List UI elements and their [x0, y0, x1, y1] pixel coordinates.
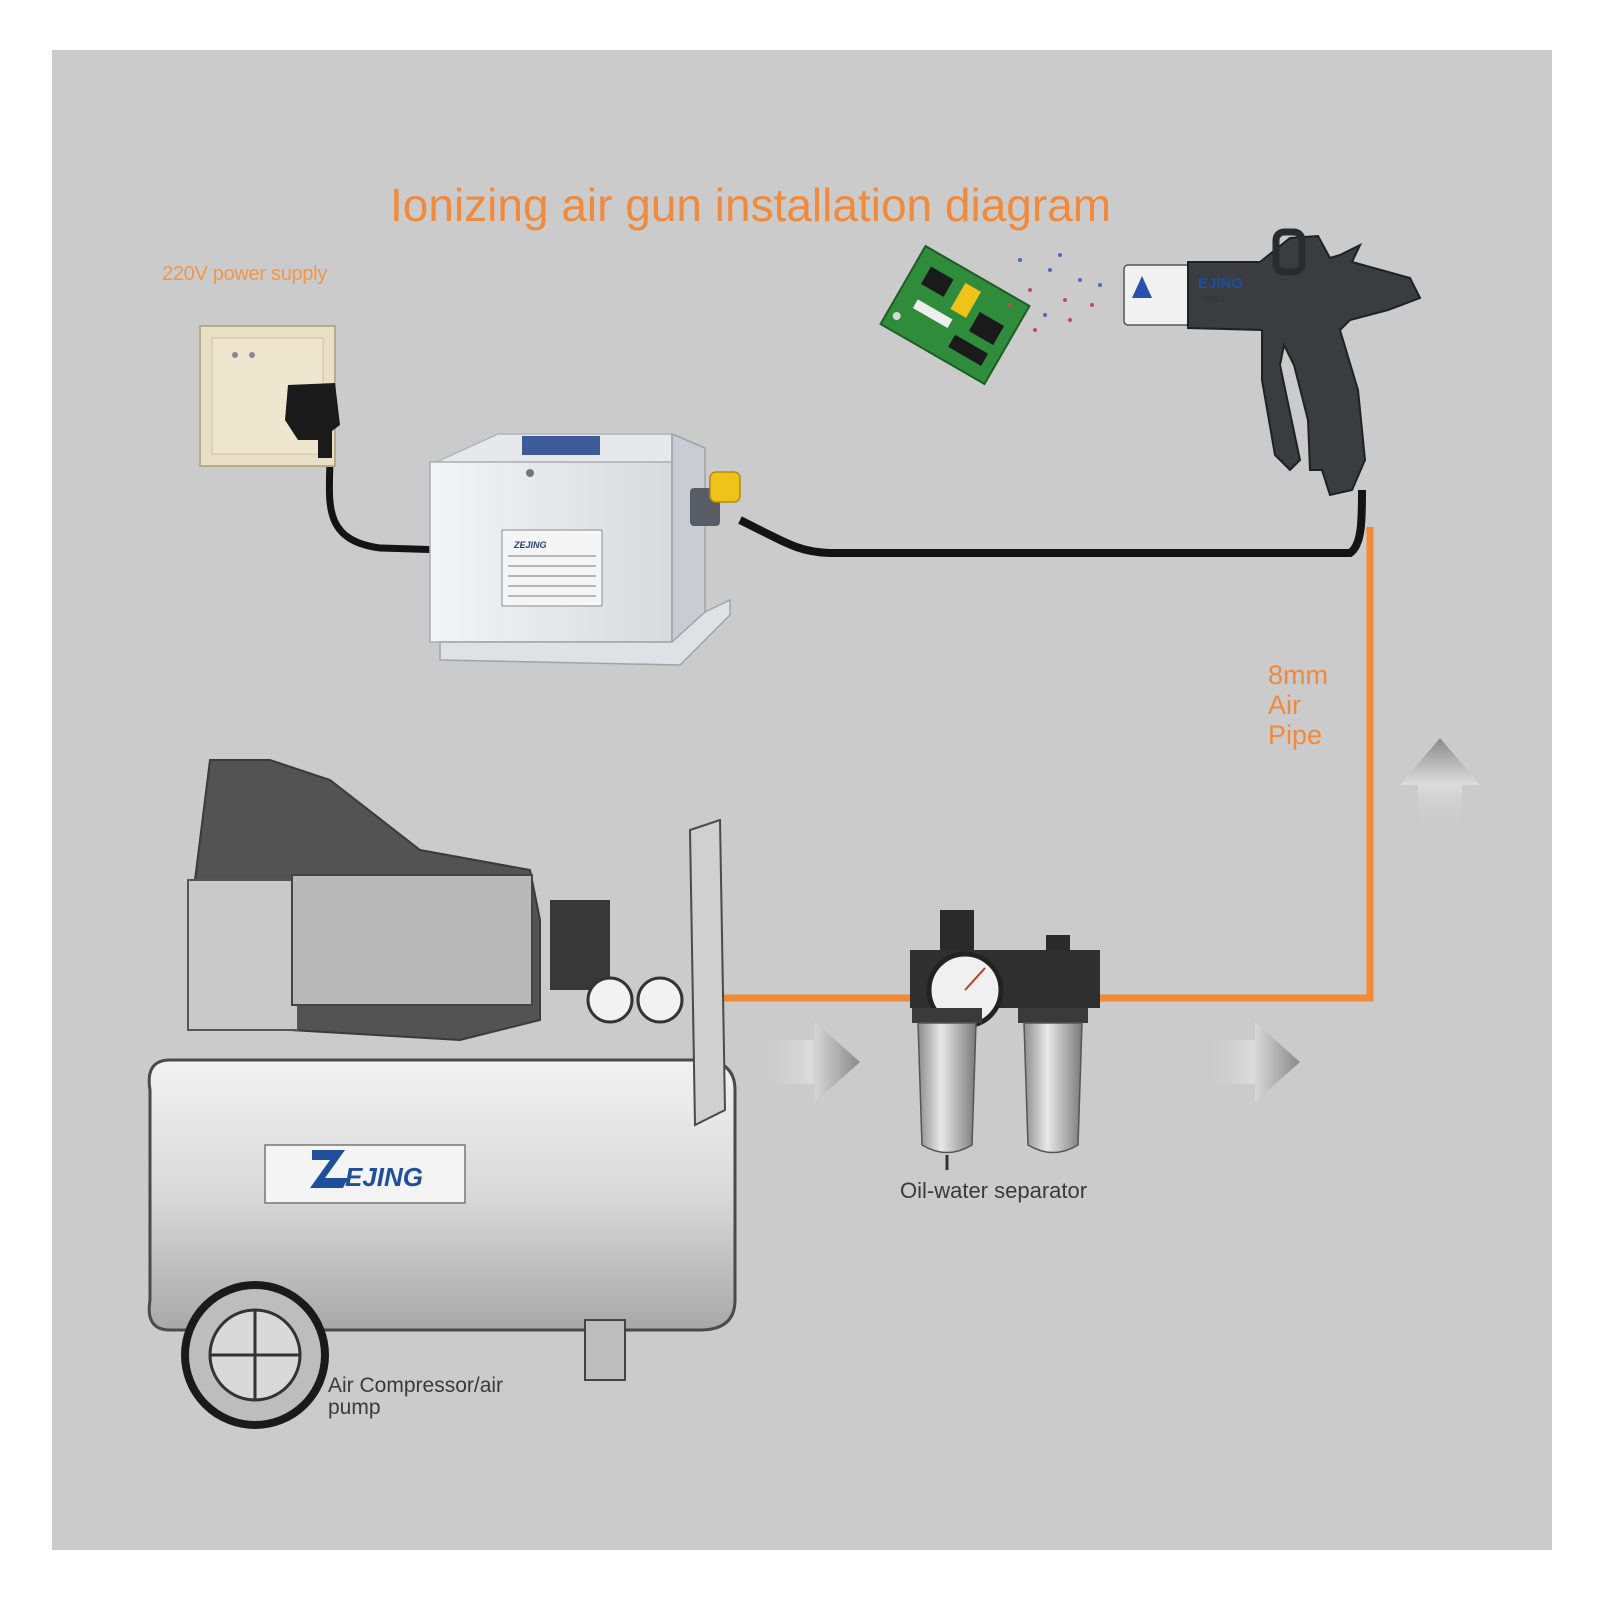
power-supply-label: 220V power supply — [162, 263, 328, 285]
compressor-label-line: Air Compressor/air — [328, 1374, 504, 1397]
air-pipe-label-line: Pipe — [1268, 720, 1323, 750]
diagram-title: Ionizing air gun installation diagram — [390, 179, 1112, 231]
ion-power-box-icon — [429, 432, 741, 666]
separator-label: Oil-water separator — [900, 1178, 1088, 1203]
flow-arrow-up-icon — [1400, 738, 1480, 830]
air-pipe-label-line: Air — [1268, 690, 1301, 720]
box-brand-logo: ZEJING — [514, 540, 547, 550]
air-pipe-label: 8mm Air Pipe — [1268, 660, 1328, 750]
ion-particles — [1008, 253, 1102, 332]
power-plug-icon — [285, 383, 340, 458]
flow-arrow-right-icon — [760, 1022, 860, 1102]
circuit-board-icon — [879, 244, 1031, 386]
ionizing-air-gun-icon — [1123, 228, 1422, 497]
air-pipe-label-line: 8mm — [1268, 660, 1328, 690]
flow-arrow-right-icon — [1205, 1022, 1300, 1102]
gun-brand-logo: EJING — [1198, 275, 1244, 292]
air-compressor-icon — [147, 759, 737, 1429]
compressor-label-line: pump — [328, 1396, 381, 1419]
oil-water-separator-icon — [910, 910, 1100, 1170]
air-pipe — [710, 527, 1374, 1002]
compressor-label: Air Compressor/air pump — [328, 1375, 503, 1419]
compressor-brand-logo: EJING — [345, 1162, 424, 1192]
gun-pass-mark: PASS — [1204, 295, 1225, 304]
power-cable — [325, 454, 1366, 557]
